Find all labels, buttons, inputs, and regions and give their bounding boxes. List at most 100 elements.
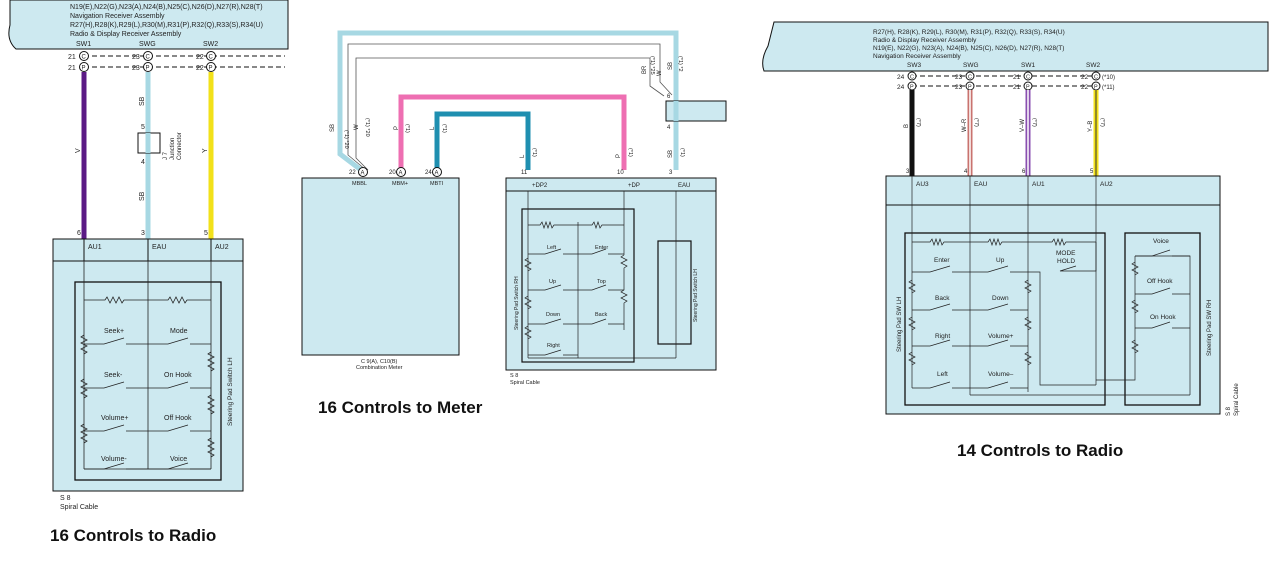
connector-letter: P (1094, 85, 1098, 91)
wire-note: (*1) *20 (364, 118, 370, 137)
wire-note: (*1) *25 (649, 56, 655, 75)
connector-letter: A (435, 171, 439, 177)
wire-color-label: SB (139, 96, 146, 106)
pin-name-swg: SWG (139, 41, 156, 48)
wire-color-label: L (430, 126, 436, 130)
wire-note: (*1) *20 (343, 130, 349, 149)
terminal-eau: EAU (974, 181, 988, 188)
pin-number: 5 (141, 124, 145, 131)
pin-number: 21 (68, 65, 76, 72)
pin-name-sw1: SW1 (76, 41, 91, 48)
wire-note: (*7) (1099, 118, 1105, 127)
switch-label-mode: Mode (170, 328, 188, 335)
wire-color-label: P (394, 126, 400, 130)
pin-number: 4 (667, 125, 671, 131)
connector-letter: C (1094, 75, 1098, 81)
switch-label-top: Top (597, 279, 606, 285)
wire-pink (398, 94, 627, 170)
wire-sky-blue-outer (337, 30, 679, 172)
switch-label-hold: HOLD (1057, 258, 1075, 265)
switch-label-voice: Voice (1153, 238, 1169, 245)
wire-blue (434, 111, 531, 170)
splice-connector-box (665, 100, 727, 122)
wire-color-label: Y (202, 148, 209, 153)
connector-letter: C (910, 75, 914, 81)
terminal-mbm-plus: MBM+ (392, 181, 408, 187)
meter-name: Combination Meter (356, 365, 403, 371)
junction-label: Junction (170, 138, 176, 160)
terminal-eau: EAU (678, 183, 690, 189)
caption-middle: 16 Controls to Meter (318, 398, 483, 417)
wire-color-label: BR (642, 65, 648, 74)
switch-label-right: Right (547, 343, 560, 349)
left-receiver-block (8, 0, 289, 50)
pin-number: 22 (1081, 74, 1089, 81)
spiral-cable-label: Spiral Cable (60, 504, 98, 511)
spiral-cable-code: S 8 (1226, 406, 1232, 416)
pin-number: 20 (389, 170, 396, 176)
terminal-au3: AU3 (916, 181, 929, 188)
switch-label-left: Left (547, 245, 557, 251)
switch-label-voice: Voice (170, 456, 187, 463)
wire-color-label: L (520, 154, 526, 158)
wire-color-label: Y–B (1088, 121, 1094, 132)
junction-label: J 7 (163, 151, 169, 160)
wire-note: (*7) (915, 118, 921, 127)
wire-white-outer (347, 43, 673, 171)
wire-color-label: B (904, 124, 910, 128)
pin-name-swg: SWG (963, 62, 979, 69)
connector-letter: P (910, 85, 914, 91)
switch-label-on-hook: On Hook (164, 372, 192, 379)
terminal-au2: AU2 (1100, 181, 1113, 188)
right-header-line-4: Navigation Receiver Assembly (873, 53, 962, 60)
connector-letter: P (146, 66, 150, 72)
spiral-cable-label: Spiral Cable (1234, 383, 1240, 416)
connector-letter: C (146, 55, 151, 61)
middle-spiral-cable-block (505, 177, 717, 371)
switch-label-back: Back (935, 295, 950, 302)
switch-assembly-label: Steering Pad Switch LH (693, 269, 699, 322)
wire-note: (*7) (1031, 118, 1037, 127)
wire-white-inner (355, 57, 665, 171)
spiral-cable-code: S 8 (510, 373, 518, 379)
switch-label-volume-plus: Volume+ (988, 333, 1014, 340)
terminal-au1: AU1 (1032, 181, 1045, 188)
caption-left: 16 Controls to Radio (50, 526, 217, 545)
connector-letter: C (82, 55, 87, 61)
steering-pad-sw-rh (1124, 232, 1201, 406)
wire-color-label: SB (139, 191, 146, 201)
switch-label-seek-minus: Seek- (104, 372, 123, 379)
terminal-dp: +DP (628, 183, 640, 189)
right-receiver-block (762, 21, 1269, 72)
switch-label-down: Down (992, 295, 1009, 302)
pin-number: 24 (897, 74, 905, 81)
connector-letter: P (968, 85, 972, 91)
terminal-mbbl: MBBL (352, 181, 367, 187)
pin-number: 6 (1022, 169, 1026, 175)
wire-color-label: SB (668, 150, 674, 158)
right-spiral-cable-block (885, 175, 1221, 415)
steering-pad-switch-rh (521, 208, 635, 363)
left-header-line-4: Radio & Display Receiver Assembly (70, 31, 182, 38)
wire-note: (*1) (679, 148, 685, 157)
pin-number: 21 (1013, 84, 1021, 91)
left-header-line-3: R27(H),R28(K),R29(L),R30(M),R31(P),R32(Q… (70, 22, 263, 29)
switch-label-off-hook: Off Hook (1147, 278, 1173, 285)
connector-letter: A (399, 171, 403, 177)
wire-color-label: SB (668, 62, 674, 70)
switch-label-mode: MODE (1056, 250, 1076, 257)
switch-label-seek-plus: Seek+ (104, 328, 124, 335)
terminal-eau: EAU (152, 244, 166, 251)
wire-note: (*1) (404, 124, 410, 133)
pin-number: 22 (349, 170, 356, 176)
pin-number: 22 (196, 65, 204, 72)
wire-note: (*1) (441, 124, 447, 133)
wire-color-label: V (75, 148, 82, 153)
steering-pad-sw-lh (904, 232, 1106, 406)
switch-label-right: Right (935, 333, 950, 340)
wire-note: (*1) (627, 148, 633, 157)
pin-number: 11 (521, 170, 528, 176)
wire-note: (*7) (973, 118, 979, 127)
right-header-line-3: N19(E), N22(G), N23(A), N24(B), N25(C), … (873, 45, 1064, 52)
connector-letter: P (209, 66, 213, 72)
